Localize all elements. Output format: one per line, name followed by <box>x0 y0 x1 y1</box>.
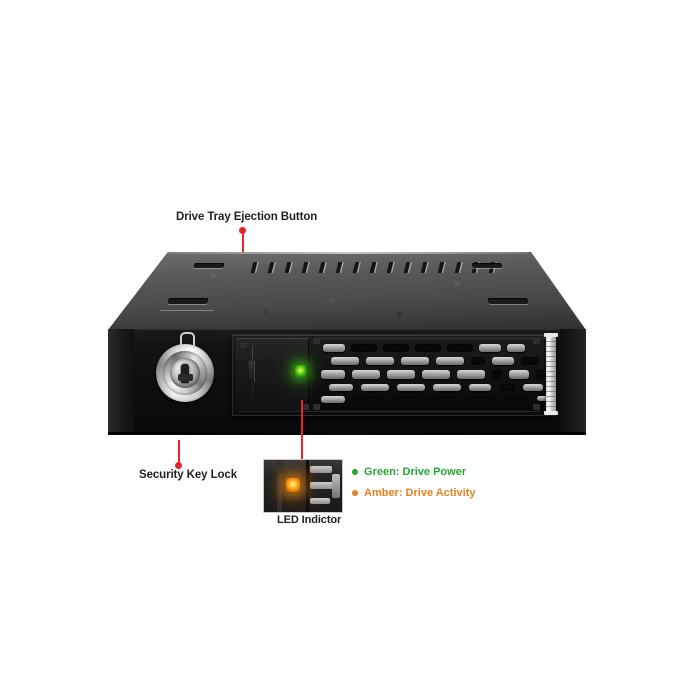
closeup-vent-slot-3 <box>310 498 330 504</box>
keyhole-icon <box>177 364 193 383</box>
callout-label-eject-button: Drive Tray Ejection Button <box>176 211 318 223</box>
tray-bottom-seam <box>239 411 539 412</box>
legend-bullet-green-icon <box>352 469 358 475</box>
top-mount-slot-right-front <box>487 298 529 304</box>
drive-tray-ejection-button[interactable] <box>248 360 254 382</box>
top-mount-slot-right-rear <box>471 263 503 268</box>
closeup-bezel-bar-left <box>277 460 282 512</box>
top-vent-slots <box>250 262 496 274</box>
led-indicator-closeup <box>263 459 343 513</box>
leader-dot-key-lock <box>175 462 182 469</box>
callout-label-key-lock: Security Key Lock <box>139 469 238 481</box>
key-lock-bail-icon <box>180 332 195 348</box>
tray-corner-tab-tl <box>240 342 247 348</box>
leader-dot-eject-button <box>239 227 246 234</box>
device-top-edge-highlight <box>167 252 528 254</box>
top-mount-slot-left-front <box>167 298 209 304</box>
grille-corner-tab-tl <box>313 338 320 344</box>
device-front-right-bevel <box>560 329 586 434</box>
legend-label-green: Green: Drive Power <box>364 466 467 478</box>
legend-item-amber: Amber: Drive Activity <box>352 487 475 499</box>
drive-tray-vent-grille <box>313 338 552 410</box>
leader-line-led-indicator <box>301 400 303 460</box>
callout-label-led-indicator: LED Indictor <box>277 514 342 526</box>
grille-corner-tab-tr <box>533 338 540 344</box>
security-key-lock[interactable] <box>152 332 218 408</box>
device-top-face <box>108 252 586 330</box>
drive-tray[interactable] <box>232 333 558 416</box>
latch-cap-top <box>544 333 558 337</box>
legend-item-green: Green: Drive Power <box>352 466 466 478</box>
closeup-bezel-bar-right <box>306 460 309 512</box>
closeup-vent-slot-4 <box>332 474 340 498</box>
grille-row-1 <box>323 344 525 352</box>
top-mount-slot-left-rear <box>193 263 225 268</box>
closeup-vent-slot-1 <box>310 466 332 473</box>
legend-label-amber: Amber: Drive Activity <box>364 487 476 499</box>
grille-row-4 <box>329 384 543 391</box>
latch-cap-bottom <box>544 411 558 415</box>
closeup-vent-slot-2 <box>310 482 334 489</box>
led-activity-indicator-amber <box>286 478 300 492</box>
mobile-rack-device <box>108 252 586 435</box>
drive-tray-latch-handle[interactable] <box>546 336 556 414</box>
grille-corner-tab-bl <box>313 404 320 410</box>
device-front-left-bevel <box>108 329 134 434</box>
legend-bullet-amber-icon <box>352 490 358 496</box>
grille-row-2 <box>331 357 539 365</box>
led-power-indicator-green <box>295 365 306 377</box>
top-panel-seam-left <box>159 310 215 311</box>
grille-row-5 <box>321 396 552 403</box>
leader-line-key-lock <box>178 440 180 465</box>
grille-corner-tab-br <box>533 404 540 410</box>
tray-corner-tab-bl <box>302 404 309 410</box>
device-bottom-edge <box>108 432 586 434</box>
grille-row-3 <box>321 370 550 379</box>
